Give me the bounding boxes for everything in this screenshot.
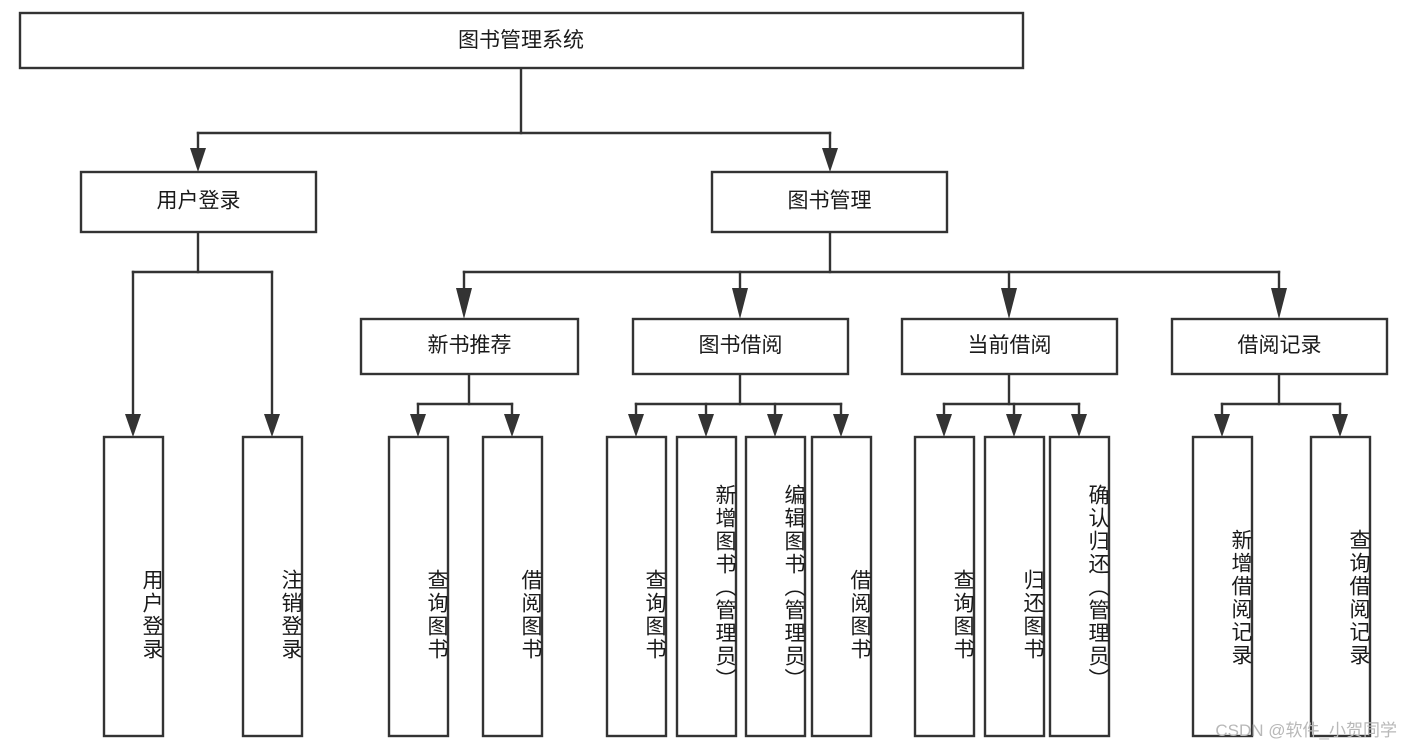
arrow-borrow-record [1271, 288, 1287, 319]
leaf-query-record-box[interactable] [1309, 435, 1372, 738]
leaf-confirm-return-box[interactable] [1048, 435, 1111, 738]
leaf-borrow-book-1-box[interactable] [481, 435, 544, 738]
node-user-login-label: 用户登录 [157, 190, 241, 213]
arrow-leaf-borrow-book-2 [833, 414, 849, 437]
arrow-leaf-query-book-3 [936, 414, 952, 437]
node-current-borrow-box[interactable] [900, 317, 1119, 376]
leaf-user-login-box[interactable] [102, 435, 165, 738]
arrow-leaf-query-book-1 [410, 414, 426, 437]
arrow-leaf-borrow-book-1 [504, 414, 520, 437]
arrow-leaf-add-record [1214, 414, 1230, 437]
arrow-book-management [822, 148, 838, 172]
node-user-login-box[interactable] [79, 170, 318, 234]
arrow-leaf-return-book [1006, 414, 1022, 437]
node-book-management-label: 图书管理 [788, 190, 872, 213]
node-root-box[interactable] [18, 11, 1025, 70]
node-book-borrow[interactable]: 图书借阅 [631, 317, 850, 376]
node-current-borrow[interactable]: 当前借阅 [900, 317, 1119, 376]
node-new-book-recommend-box[interactable] [359, 317, 580, 376]
arrow-leaf-edit-book [767, 414, 783, 437]
arrow-leaf-query-record [1332, 414, 1348, 437]
node-new-book-recommend-label: 新书推荐 [428, 334, 512, 357]
node-borrow-record-box[interactable] [1170, 317, 1389, 376]
node-user-login[interactable]: 用户登录 [79, 170, 318, 234]
arrow-leaf-logout-login [264, 414, 280, 437]
leaf-return-book-box[interactable] [983, 435, 1046, 738]
leaf-add-book-box[interactable] [675, 435, 738, 738]
arrow-new-book-recommend [456, 288, 472, 319]
arrow-book-borrow [732, 288, 748, 319]
leaf-add-record-box[interactable] [1191, 435, 1254, 738]
node-new-book-recommend[interactable]: 新书推荐 [359, 317, 580, 376]
arrow-leaf-query-book-2 [628, 414, 644, 437]
node-book-borrow-box[interactable] [631, 317, 850, 376]
node-root-label: 图书管理系统 [458, 29, 584, 52]
node-root[interactable]: 图书管理系统 [18, 11, 1025, 70]
leaf-query-book-3-box[interactable] [913, 435, 976, 738]
node-book-management-box[interactable] [710, 170, 949, 234]
leaf-query-book-2-box[interactable] [605, 435, 668, 738]
node-book-borrow-label: 图书借阅 [699, 334, 783, 357]
arrow-current-borrow [1001, 288, 1017, 319]
node-current-borrow-label: 当前借阅 [968, 334, 1052, 357]
node-borrow-record[interactable]: 借阅记录 [1170, 317, 1389, 376]
arrow-leaf-confirm-return [1071, 414, 1087, 437]
leaf-logout-login-box[interactable] [241, 435, 304, 738]
leaf-edit-book-box[interactable] [744, 435, 807, 738]
arrow-user-login [190, 148, 206, 172]
node-book-management[interactable]: 图书管理 [710, 170, 949, 234]
arrow-leaf-add-book [698, 414, 714, 437]
arrow-leaf-user-login [125, 414, 141, 437]
node-borrow-record-label: 借阅记录 [1238, 334, 1322, 357]
leaf-borrow-book-2-box[interactable] [810, 435, 873, 738]
leaf-query-book-1-box[interactable] [387, 435, 450, 738]
connector-group [125, 66, 1348, 437]
leaf-box-group [102, 435, 1372, 738]
watermark-text: CSDN @软件_小贺同学 [1215, 721, 1397, 740]
